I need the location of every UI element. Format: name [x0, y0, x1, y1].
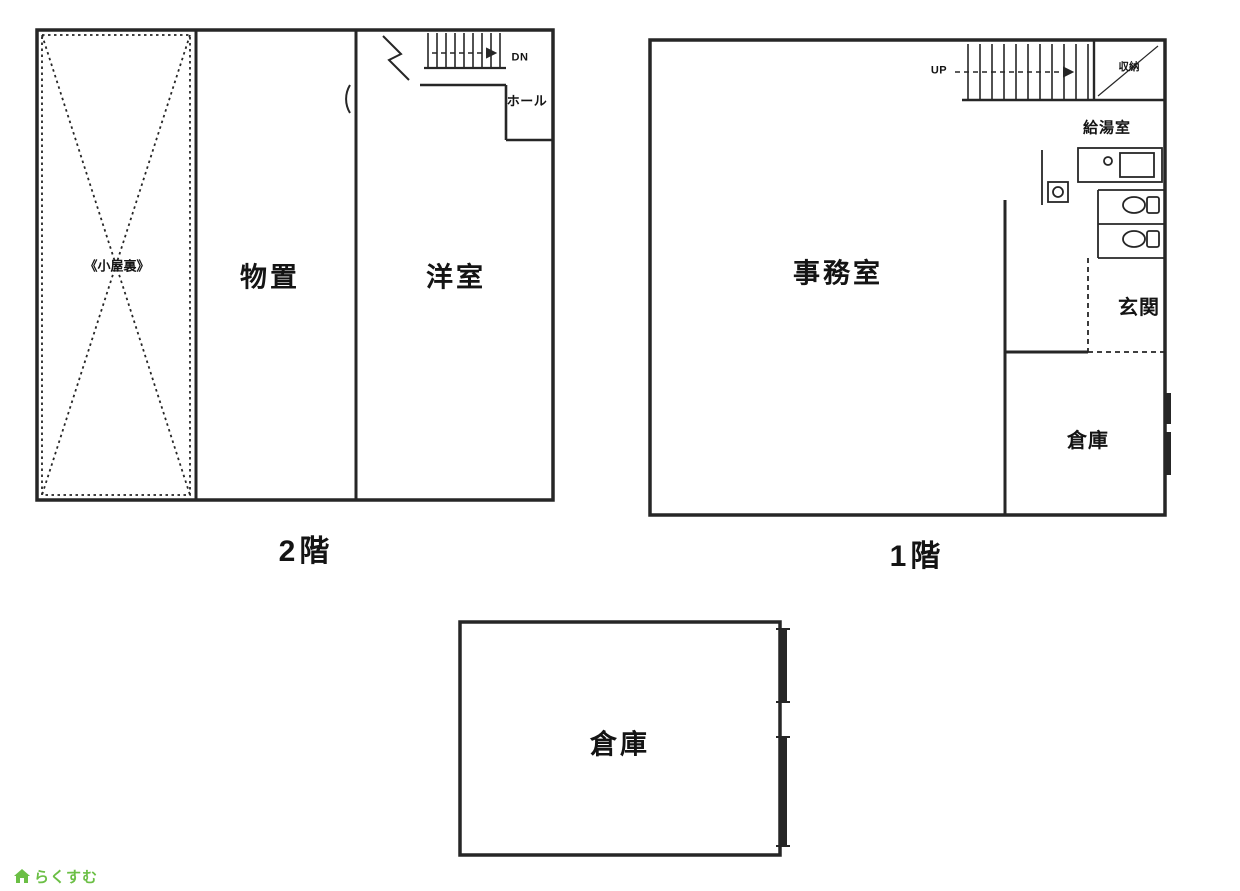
warehouse-outer-wall — [458, 620, 782, 857]
attic-cross-area — [41, 34, 191, 496]
room-label-storage-2f: 物置 — [240, 262, 300, 293]
room-label-storage-1f: 倉庫 — [1067, 430, 1109, 452]
plan-2f — [35, 28, 555, 502]
plan-warehouse — [458, 620, 790, 857]
kitchenette-fixtures — [1041, 147, 1163, 205]
stairs-dn-label: DN — [511, 51, 529, 64]
site-logo: らくすむ — [14, 866, 98, 887]
room-label-entrance: 玄関 — [1118, 297, 1160, 319]
toilet-icon — [1122, 230, 1146, 248]
toilet-icon — [1146, 230, 1160, 248]
1f-outer-wall — [648, 38, 1167, 517]
2f-outer-wall — [35, 28, 555, 502]
house-icon — [14, 869, 30, 883]
stairs-up-label: UP — [930, 64, 948, 77]
door-swing-arc — [345, 84, 351, 114]
logo-text: らくすむ — [34, 869, 99, 886]
warehouse-door-caps — [776, 628, 790, 847]
toilet-icon — [1122, 196, 1146, 214]
stairs-break-line — [382, 35, 410, 81]
room-label-warehouse: 倉庫 — [590, 729, 650, 760]
toilet-icon — [1146, 196, 1160, 214]
room-label-kitchenette: 給湯室 — [1082, 119, 1132, 137]
room-label-closet: 収納 — [1118, 60, 1140, 73]
floor-label-2f: 2階 — [278, 535, 334, 568]
room-label-hall: ホール — [506, 93, 548, 109]
hall-walls — [420, 83, 553, 142]
floor-label-1f: 1階 — [889, 540, 945, 573]
1f-interior-walls — [1003, 200, 1165, 515]
room-label-attic: 《小屋裏》 — [84, 258, 150, 274]
room-label-western-room: 洋室 — [426, 262, 486, 293]
room-label-office: 事務室 — [793, 258, 883, 289]
plan-1f — [648, 38, 1171, 517]
stairs-2f — [424, 33, 506, 70]
toilet-stalls — [1097, 189, 1165, 259]
